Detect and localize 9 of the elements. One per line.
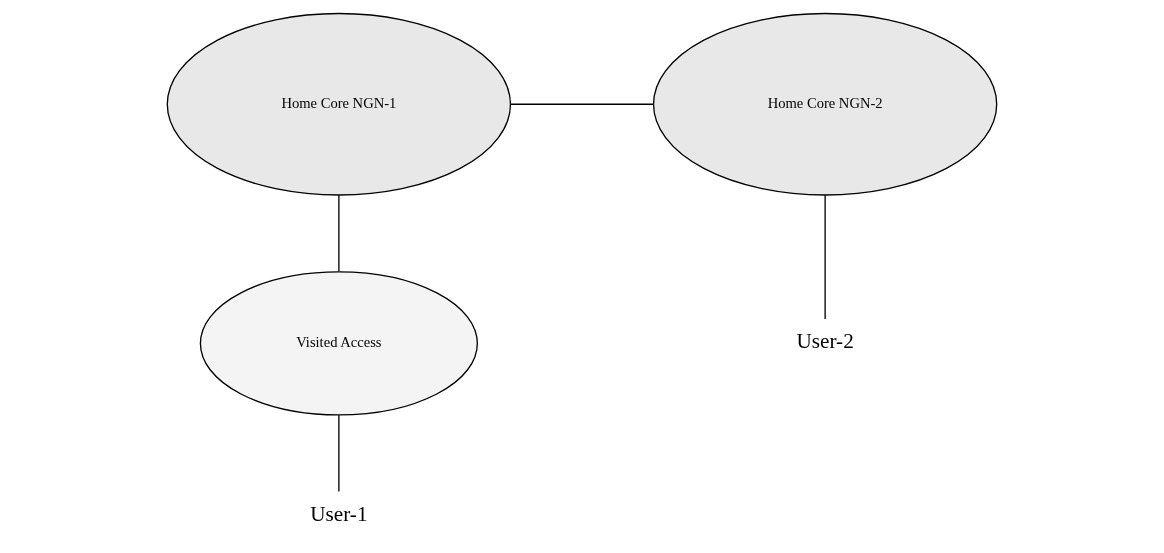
node-ellipse: Home Core NGN-1 [166,12,512,196]
node-text: User-1 [310,501,368,526]
node-ellipse: Home Core NGN-2 [652,12,998,196]
connector [338,194,340,273]
connector [338,414,340,493]
node-ellipse: Visited Access [199,271,478,416]
connector [510,103,654,105]
node-text: User-2 [796,329,854,354]
connector [824,194,826,320]
